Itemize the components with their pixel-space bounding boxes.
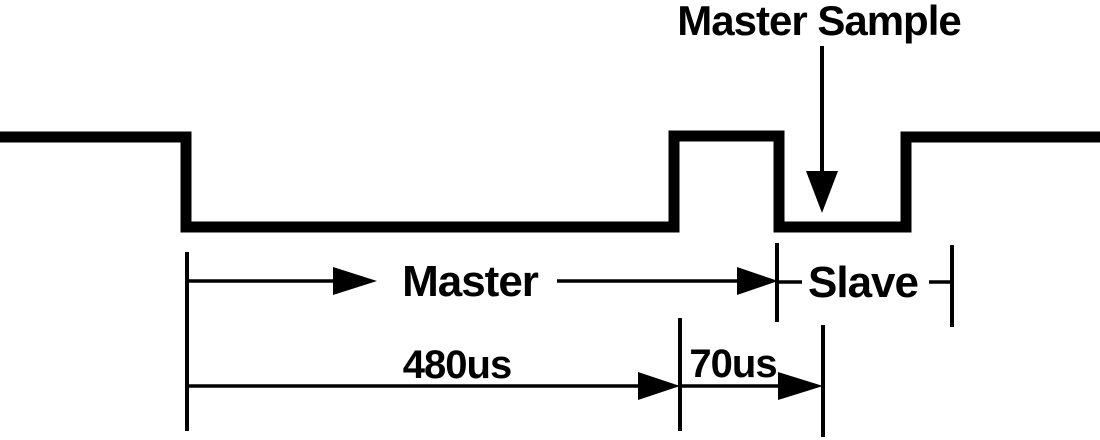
signal-waveform: [0, 130, 1100, 233]
right-arrow-icon: [737, 267, 778, 295]
master-sample-pointer: [806, 46, 838, 213]
master-sample-label: Master Sample: [677, 0, 960, 44]
down-arrow-icon: [806, 171, 838, 213]
right-arrow-icon: [333, 267, 377, 295]
duration-480us-label: 480us: [403, 343, 511, 387]
time-dimension-row: [187, 318, 825, 437]
phase-dimension-row: [185, 243, 954, 431]
right-arrow-icon: [778, 372, 823, 400]
master-phase-label: Master: [402, 257, 539, 306]
duration-70us-label: 70us: [689, 342, 776, 386]
slave-phase-label: Slave: [808, 258, 918, 307]
right-arrow-icon: [638, 372, 680, 400]
